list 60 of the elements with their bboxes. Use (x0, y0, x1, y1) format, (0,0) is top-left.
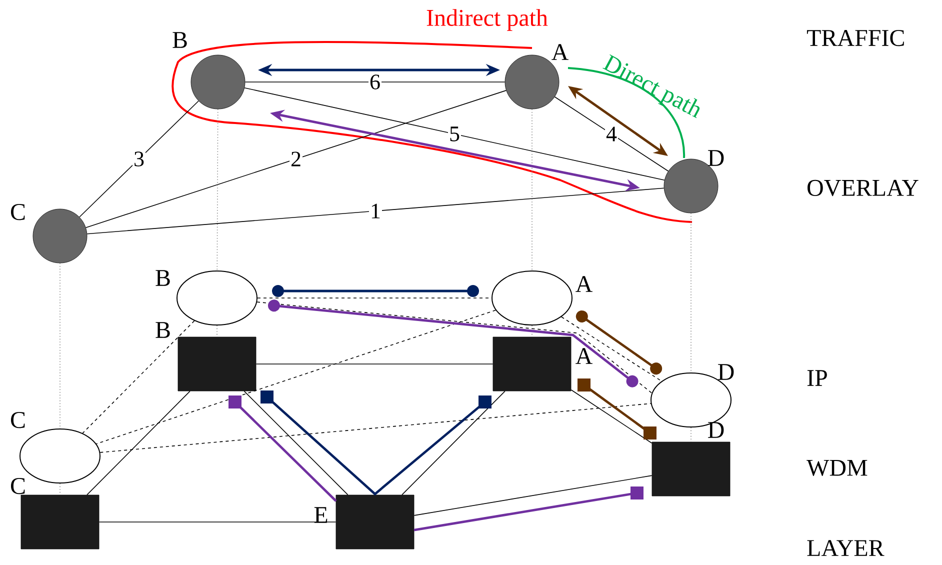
node-letter: B (172, 32, 187, 48)
node-letter: C (10, 478, 25, 494)
line (690, 427, 692, 442)
line (100, 403, 652, 453)
square-node (178, 336, 256, 392)
layer-label: IP (807, 370, 827, 386)
edge-label: 6 (368, 74, 382, 90)
edge-label: 4 (605, 126, 618, 142)
line (86, 390, 190, 496)
line (216, 108, 218, 271)
line (414, 475, 652, 516)
line (216, 325, 218, 338)
edge-label: 5 (448, 126, 461, 142)
ellipse-node (176, 270, 258, 326)
line (96, 310, 496, 444)
traffic-line (228, 396, 337, 502)
square-node (492, 336, 572, 392)
line (554, 96, 669, 172)
line (561, 316, 662, 382)
line (82, 320, 195, 434)
traffic-line (260, 390, 492, 496)
traffic-line (578, 378, 656, 440)
square-node (652, 442, 730, 496)
circle-node (32, 208, 88, 264)
line (244, 87, 665, 181)
line (85, 90, 507, 228)
ellipse-node (492, 270, 572, 326)
layer-label: OVERLAY (808, 180, 918, 196)
node-letter: D (708, 150, 724, 166)
path-label: Indirect path (426, 9, 548, 31)
node-letter: B (156, 322, 170, 338)
traffic-line (576, 310, 662, 375)
node-letter: C (10, 204, 25, 220)
line (402, 390, 506, 496)
square-node (20, 494, 100, 550)
traffic-line (414, 486, 644, 532)
square-node (336, 494, 414, 550)
edge-label: 3 (132, 150, 146, 168)
circle-node (190, 54, 246, 110)
layer-label: TRAFFIC (806, 30, 904, 46)
layer-label: WDM (806, 460, 868, 476)
edge-label: 1 (369, 202, 382, 220)
line (570, 390, 652, 444)
line (690, 212, 692, 373)
line (244, 390, 348, 496)
node-letter: A (576, 348, 592, 364)
traffic-line (268, 300, 638, 388)
node-letter: B (156, 270, 170, 286)
node-letter: D (708, 422, 724, 438)
traffic-line (272, 285, 479, 297)
line (79, 100, 199, 218)
node-letter: D (718, 364, 734, 380)
node-letter: C (10, 412, 25, 428)
node-letter: A (552, 44, 568, 60)
line (256, 302, 654, 394)
node-letter: E (314, 507, 328, 523)
layer-label: LAYER (807, 540, 884, 556)
node-letter: A (576, 276, 592, 292)
line (86, 188, 664, 234)
edge-label: 2 (290, 150, 302, 168)
